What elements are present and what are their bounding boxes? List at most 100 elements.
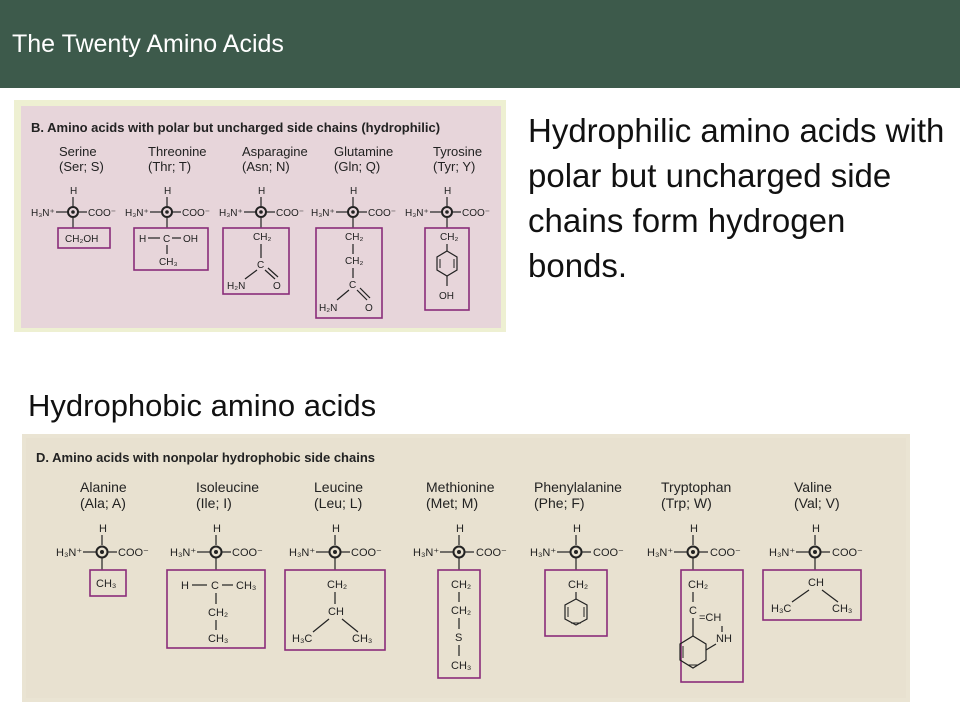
svg-text:COO⁻: COO⁻ [232, 547, 263, 559]
svg-text:H₃N⁺: H₃N⁺ [530, 547, 556, 559]
acid-code: (Phe; F) [534, 495, 585, 511]
hydrophilic-description: Hydrophilic amino acids with polar but u… [528, 112, 945, 284]
svg-text:H: H [332, 523, 340, 535]
svg-text:=CH: =CH [699, 612, 721, 624]
svg-text:OH: OH [439, 291, 454, 302]
svg-text:CH₂: CH₂ [208, 607, 228, 619]
svg-text:CH₃: CH₃ [208, 633, 228, 645]
svg-text:COO⁻: COO⁻ [593, 547, 624, 559]
svg-text:NH: NH [716, 633, 732, 645]
acid-code: (Gln; Q) [334, 159, 381, 174]
svg-text:COO⁻: COO⁻ [182, 208, 210, 219]
acid-name: Serine [59, 144, 97, 159]
acid-name: Alanine [80, 479, 127, 495]
svg-text:CH₃: CH₃ [832, 603, 852, 615]
panel-polar-background: B. Amino acids with polar but uncharged … [21, 106, 501, 328]
svg-text:CH: CH [328, 606, 344, 618]
svg-text:CH₂: CH₂ [568, 579, 588, 591]
svg-text:H: H [99, 523, 107, 535]
svg-text:CH₂: CH₂ [440, 232, 458, 243]
svg-text:COO⁻: COO⁻ [276, 208, 304, 219]
methionine-structure: H H₃N⁺ COO⁻ CH₂ CH₂ S CH₃ [413, 523, 507, 679]
svg-text:CH₃: CH₃ [236, 580, 256, 592]
svg-text:C: C [163, 234, 170, 245]
svg-text:COO⁻: COO⁻ [88, 208, 116, 219]
svg-text:CH₂: CH₂ [451, 579, 471, 591]
svg-text:CH₃: CH₃ [451, 660, 471, 672]
acid-code: (Ser; S) [59, 159, 104, 174]
svg-text:H: H [258, 186, 265, 197]
isoleucine-structure: H H₃N⁺ COO⁻ H C CH₃ CH₂ CH₃ [166, 523, 266, 649]
svg-text:CH₃: CH₃ [96, 578, 116, 590]
svg-text:H: H [139, 234, 146, 245]
title-bar: The Twenty Amino Acids [0, 0, 960, 88]
svg-text:H₃N⁺: H₃N⁺ [413, 547, 439, 559]
svg-text:H: H [444, 186, 451, 197]
svg-text:H₃N⁺: H₃N⁺ [170, 547, 196, 559]
svg-text:CH: CH [808, 577, 824, 589]
acid-code: (Met; M) [426, 495, 479, 511]
svg-text:S: S [455, 632, 462, 644]
svg-text:COO⁻: COO⁻ [476, 547, 507, 559]
acid-code: (Leu; L) [314, 495, 363, 511]
svg-text:COO⁻: COO⁻ [368, 208, 396, 219]
svg-text:H₃C: H₃C [771, 603, 791, 615]
acid-code: (Asn; N) [242, 159, 290, 174]
panel-polar-title: B. Amino acids with polar but uncharged … [31, 120, 441, 135]
acid-name: Threonine [148, 144, 207, 159]
acid-name: Asparagine [242, 144, 308, 159]
svg-text:H₃N⁺: H₃N⁺ [289, 547, 315, 559]
acid-code: (Thr; T) [148, 159, 192, 174]
acid-name: Tryptophan [661, 479, 732, 495]
svg-text:H: H [456, 523, 464, 535]
svg-text:COO⁻: COO⁻ [710, 547, 741, 559]
acid-code: (Tyr; Y) [433, 159, 476, 174]
acid-code: (Ala; A) [80, 495, 126, 511]
svg-text:H: H [181, 580, 189, 592]
acid-code: (Trp; W) [661, 495, 712, 511]
svg-text:OH: OH [183, 234, 198, 245]
svg-text:O: O [365, 303, 373, 314]
svg-text:COO⁻: COO⁻ [832, 547, 863, 559]
svg-text:H₃C: H₃C [292, 633, 312, 645]
svg-text:CH₂: CH₂ [327, 579, 347, 591]
svg-text:H: H [70, 186, 77, 197]
svg-text:H₃N⁺: H₃N⁺ [647, 547, 673, 559]
svg-text:COO⁻: COO⁻ [118, 547, 149, 559]
svg-text:H: H [812, 523, 820, 535]
svg-text:H: H [573, 523, 581, 535]
svg-text:H₃N⁺: H₃N⁺ [56, 547, 82, 559]
svg-text:H₂N: H₂N [319, 303, 337, 314]
asparagine-structure: H H₃N⁺ COO⁻ CH₂ C H₂N O [219, 186, 304, 295]
svg-text:C: C [257, 260, 264, 271]
acid-name: Methionine [426, 479, 495, 495]
panel-hydrophobic-title: D. Amino acids with nonpolar hydrophobic… [36, 450, 375, 465]
acid-name: Valine [794, 479, 832, 495]
glutamine-structure: H H₃N⁺ COO⁻ CH₂ CH₂ C H₂N O [311, 186, 396, 319]
svg-text:C: C [211, 580, 219, 592]
svg-text:C: C [349, 280, 356, 291]
svg-text:H₃N⁺: H₃N⁺ [31, 208, 55, 219]
svg-text:C: C [689, 605, 697, 617]
tyrosine-structure: H H₃N⁺ COO⁻ CH₂ OH [405, 186, 490, 311]
serine-structure: H H₃N⁺ COO⁻ CH₂OH [31, 186, 116, 249]
svg-text:H: H [690, 523, 698, 535]
alanine-structure: H H₃N⁺ COO⁻ CH₃ [56, 523, 149, 597]
svg-text:CH₂: CH₂ [451, 605, 471, 617]
slide-title: The Twenty Amino Acids [12, 30, 284, 58]
svg-text:CH₂OH: CH₂OH [65, 234, 98, 245]
svg-text:H₃N⁺: H₃N⁺ [219, 208, 243, 219]
svg-text:CH₂: CH₂ [345, 256, 363, 267]
leucine-structure: H H₃N⁺ COO⁻ CH₂ CH H₃C CH₃ [284, 523, 386, 651]
svg-text:H₃N⁺: H₃N⁺ [405, 208, 429, 219]
svg-text:H: H [213, 523, 221, 535]
panel-polar-amino-acids: B. Amino acids with polar but uncharged … [14, 100, 506, 332]
svg-text:H: H [164, 186, 171, 197]
svg-text:CH₂: CH₂ [253, 232, 271, 243]
svg-text:H₃N⁺: H₃N⁺ [125, 208, 149, 219]
hydrophobic-heading: Hydrophobic amino acids [28, 388, 377, 423]
svg-text:CH₂: CH₂ [345, 232, 363, 243]
svg-text:CH₃: CH₃ [352, 633, 372, 645]
valine-structure: H H₃N⁺ COO⁻ CH H₃C CH₃ [762, 523, 863, 621]
threonine-structure: H H₃N⁺ COO⁻ H C OH CH₃ [125, 186, 210, 271]
